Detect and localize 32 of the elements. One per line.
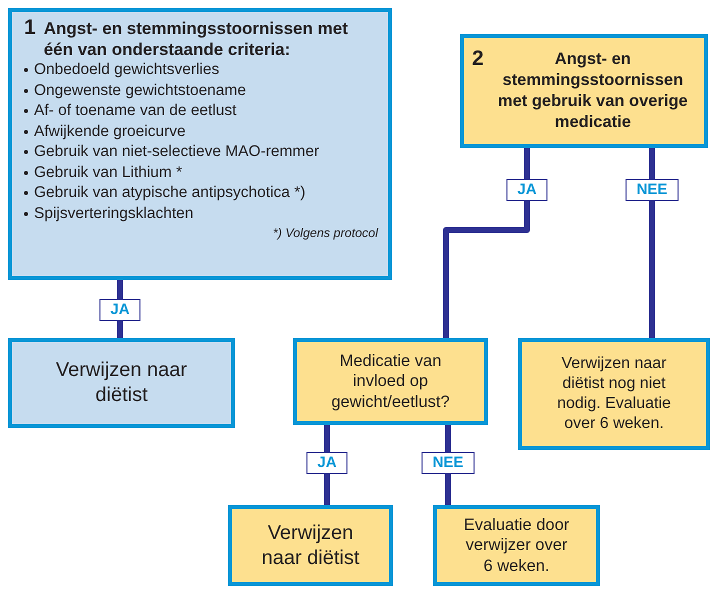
edge-label: NEE (626, 179, 678, 201)
footnote: *) Volgens protocol (272, 226, 378, 240)
criterion-text: Af- of toename van de eetlust (34, 101, 236, 121)
edge-label: JA (306, 452, 348, 474)
criterion-text: Afwijkende groeicurve (34, 122, 186, 142)
criterion-text: Spijsverteringsklachten (34, 204, 194, 224)
process-box (293, 338, 488, 425)
edge-label: NEE (422, 452, 474, 474)
box-heading: Angst- en stemmingsstoornissen met één van onderstaande criteria: (44, 18, 349, 60)
criterion-text: Gebruik van Lithium * (34, 162, 182, 182)
edge-label: JA (506, 179, 548, 201)
box-text: Evaluatie door verwijzer over 6 weken. (462, 514, 570, 576)
criterion-text: Ongewenste gewichtstoename (34, 80, 246, 100)
connector-line (443, 148, 530, 338)
process-box (518, 338, 710, 450)
edge-label: JA (99, 299, 141, 321)
criterion-text: Gebruik van niet-selectieve MAO-remmer (34, 142, 320, 162)
step-number: 1 (24, 18, 36, 38)
box-text: Verwijzen naar diëtist nog niet nodig. Evaluatie over 6 weken. (556, 354, 672, 434)
process-box (228, 505, 393, 586)
connector-line (649, 148, 655, 338)
criteria-box (8, 8, 392, 280)
box-text: Verwijzen naar diëtist (260, 520, 360, 570)
box-heading: Angst- en stemmingsstoornissen met gebruik van overige medicatie (496, 49, 689, 133)
criterion-text: Gebruik van atypische antipsychotica *) (34, 183, 306, 203)
category-box (460, 34, 708, 148)
step-number: 2 (472, 49, 484, 69)
box-text: Verwijzen naar diëtist (54, 358, 188, 408)
criterion-text: Onbedoeld gewichtsverlies (34, 60, 220, 80)
process-box (433, 505, 600, 586)
outcome-box (8, 338, 235, 428)
box-text: Medicatie van invloed op gewicht/eetlust? (330, 350, 451, 412)
